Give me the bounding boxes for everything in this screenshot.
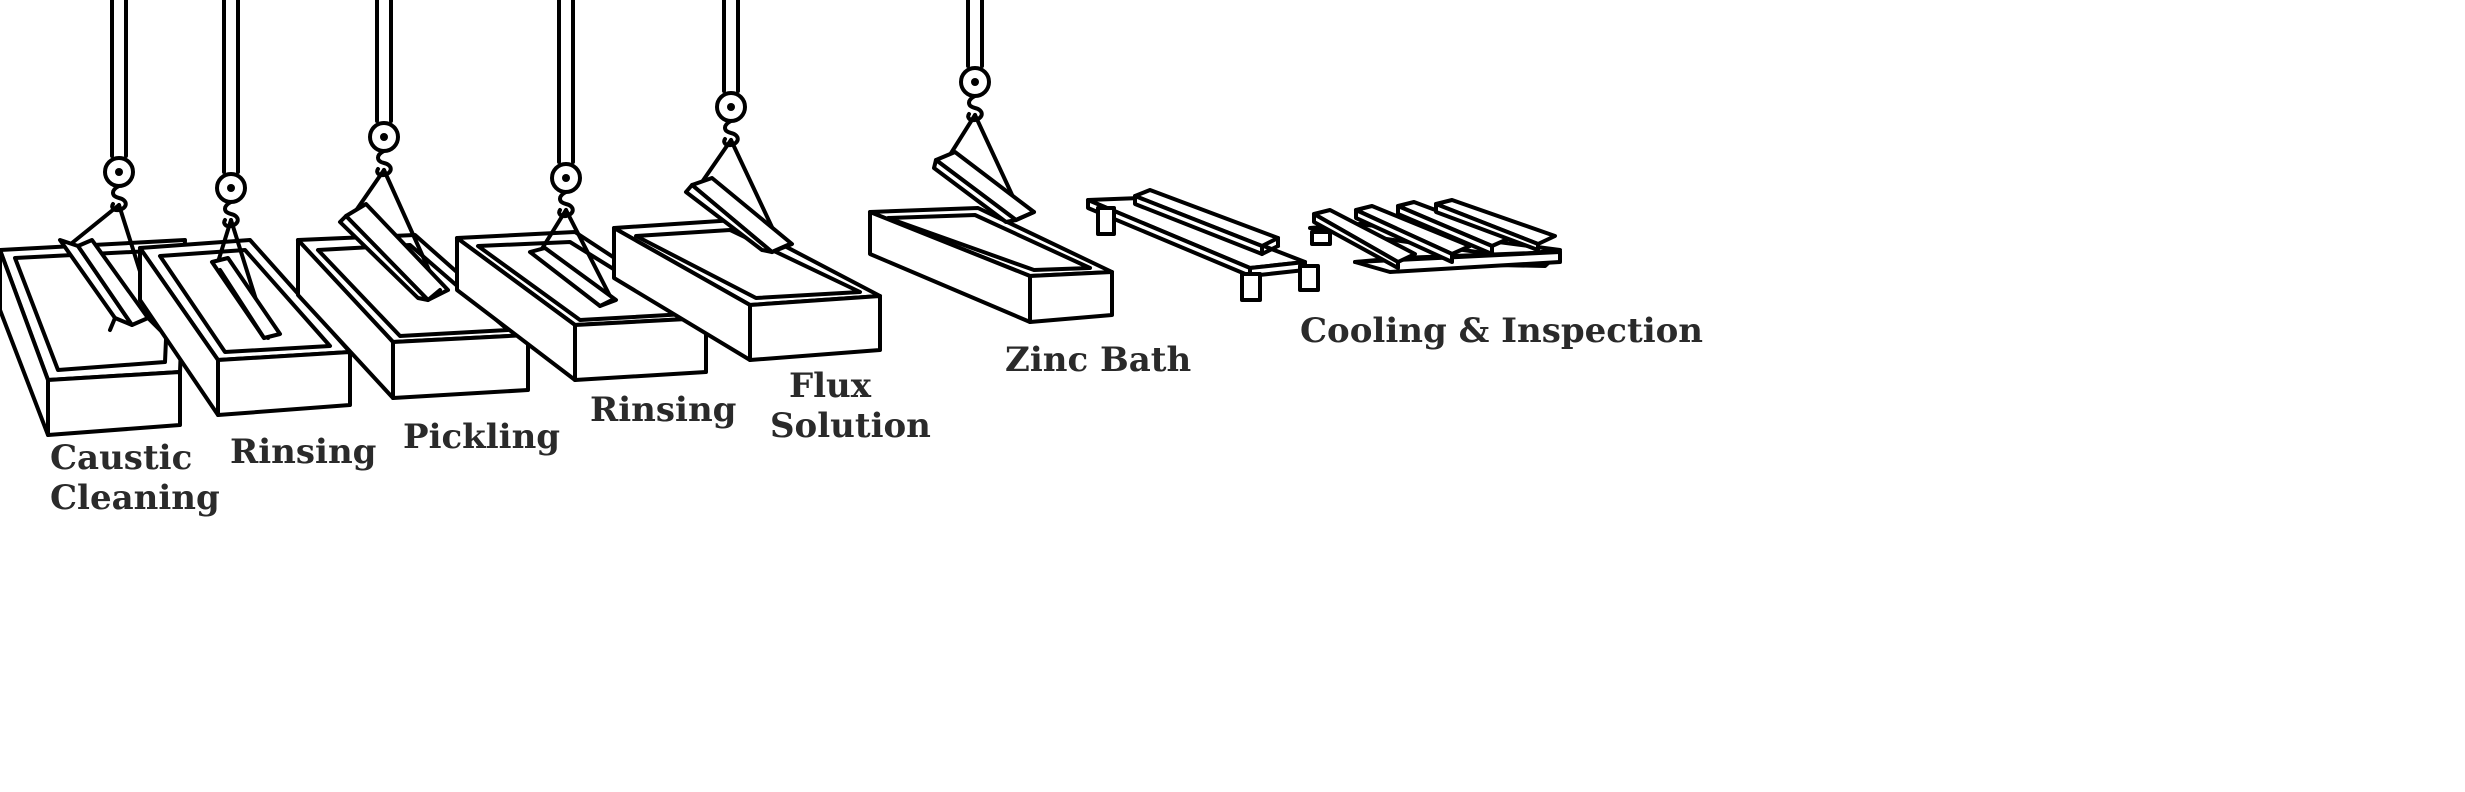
label-flux-solution: Flux Solution [770,366,931,446]
crane-hook-icon [959,0,991,123]
stage-pickling [296,0,530,400]
label-zinc-bath-line1: Zinc Bath [1005,340,1192,380]
label-cooling-inspection: Cooling & Inspection [1300,311,1704,351]
label-caustic-cleaning-line2: Cleaning [50,478,220,518]
crane-hook-icon [215,0,247,229]
label-rinsing-2-line1: Rinsing [590,390,737,430]
label-rinsing-1-line1: Rinsing [230,432,377,472]
label-cooling-inspection-line1: Cooling & Inspection [1300,311,1704,351]
steel-beam-icon [932,113,1036,224]
stage-zinc-bath [868,0,1114,324]
crane-hook-icon [550,0,582,219]
label-pickling: Pickling [403,417,561,457]
label-caustic-cleaning: Caustic Cleaning [50,438,220,518]
label-rinsing-1: Rinsing [230,432,377,472]
crane-hook-icon [103,0,135,213]
steel-beam-icon [684,138,794,254]
steel-beam-icon [338,168,450,302]
stage-cooling-inspection [1086,188,1562,302]
dip-tank-icon [868,206,1114,324]
stage-caustic-cleaning [0,0,187,437]
steel-beam-icon [1133,188,1280,256]
steel-beam-icon [528,208,618,308]
steel-beam-icon [210,218,282,340]
label-flux-solution-line1: Flux [788,366,872,406]
steel-beam-icon [1312,198,1557,270]
dip-tank-icon [612,218,882,362]
crane-hook-icon [368,0,400,178]
stage-flux-solution [612,0,882,362]
label-flux-solution-line2: Solution [770,406,931,446]
label-caustic-cleaning-line1: Caustic [50,438,193,478]
label-pickling-line1: Pickling [403,417,561,457]
crane-hook-icon [715,0,747,148]
label-rinsing-2: Rinsing [590,390,737,430]
label-zinc-bath: Zinc Bath [1005,340,1192,380]
